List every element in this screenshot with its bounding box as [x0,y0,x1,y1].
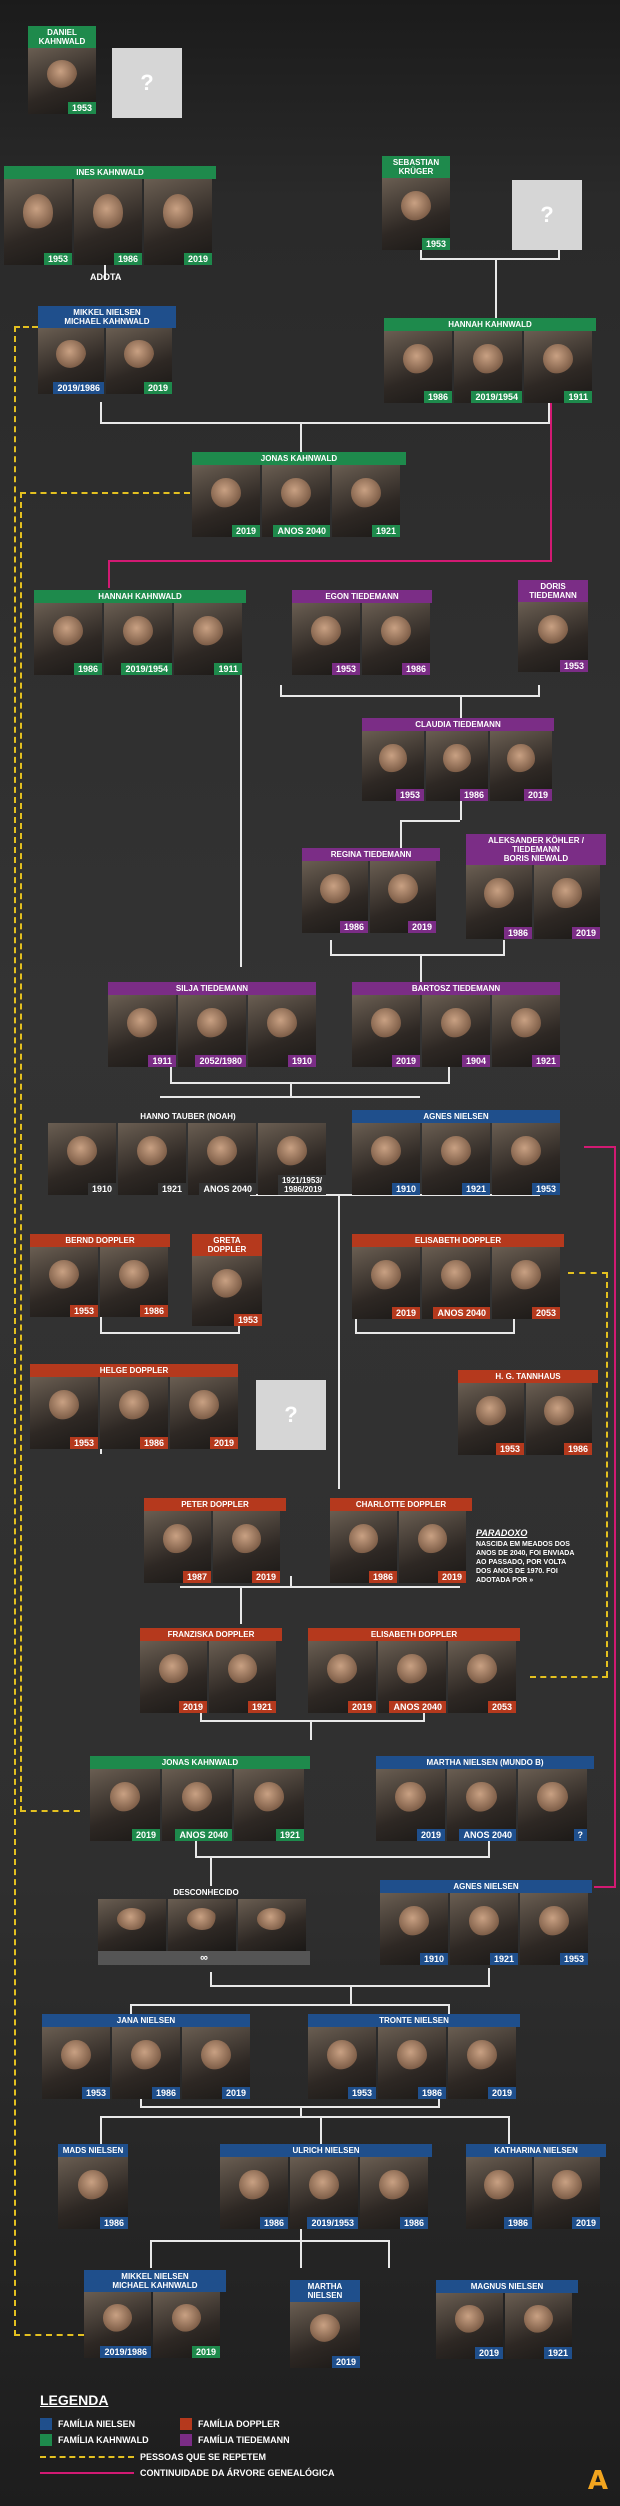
name-label: CHARLOTTE DOPPLER [330,1498,472,1511]
name-label: SILJA TIEDEMANN [108,982,316,995]
legend-repeat: PESSOAS QUE SE REPETEM [40,2452,266,2462]
unknown-person-box: ? [112,48,182,118]
card-elisabeth-doppler-1[interactable]: ELISABETH DOPPLER 2019 ANOS 2040 2053 [352,1234,564,1319]
name-label: TRONTE NIELSEN [308,2014,520,2027]
dashed-line-swatch [40,2456,134,2458]
card-silja-tiedemann[interactable]: SILJA TIEDEMANN 1911 2052/1980 1910 [108,982,316,1067]
card-martha-nielsen-b[interactable]: MARTHA NIELSEN (MUNDO B) 2019 ANOS 2040 … [376,1756,594,1841]
name-label: MAGNUS NIELSEN [436,2280,578,2293]
card-greta-doppler[interactable]: GRETA DOPPLER 1953 [192,1234,262,1326]
card-hannah-kahnwald-2[interactable]: HANNAH KAHNWALD 1986 2019/1954 1911 [34,590,246,675]
name-label: JONAS KAHNWALD [90,1756,310,1769]
card-hg-tannhaus[interactable]: H. G. TANNHAUS 1953 1986 [458,1370,598,1455]
name-label: REGINA TIEDEMANN [302,848,440,861]
name-label: JANA NIELSEN [42,2014,250,2027]
kahnwald-swatch [40,2434,52,2446]
card-agnes-nielsen-2[interactable]: AGNES NIELSEN 1910 1921 1953 [380,1880,592,1965]
name-label: DANIEL KAHNWALD [28,26,96,48]
card-elisabeth-doppler-2[interactable]: ELISABETH DOPPLER 2019 ANOS 2040 2053 [308,1628,520,1713]
name-label: ELISABETH DOPPLER [308,1628,520,1641]
name-label: FRANZISKA DOPPLER [140,1628,282,1641]
card-jana-nielsen[interactable]: JANA NIELSEN 1953 1986 2019 [42,2014,250,2099]
card-doris-tiedemann[interactable]: DORIS TIEDEMANN 1953 [518,580,588,672]
legend-title: LEGENDA [40,2392,109,2408]
name-label: AGNES NIELSEN [380,1880,592,1893]
name-label: H. G. TANNHAUS [458,1370,598,1383]
card-helge-doppler[interactable]: HELGE DOPPLER 1953 1986 2019 [30,1364,238,1449]
name-label: MARTHA NIELSEN (MUNDO B) [376,1756,594,1769]
card-hannah-kahnwald-1[interactable]: HANNAH KAHNWALD 1986 2019/1954 1911 [384,318,596,403]
card-egon-tiedemann[interactable]: EGON TIEDEMANN 1953 1986 [292,590,432,675]
card-sebastian-kruger[interactable]: SEBASTIAN KRÜGER 1953 [382,156,450,250]
nielsen-swatch [40,2418,52,2430]
name-label: ALEKSANDER KÖHLER / TIEDEMANN BORIS NIEW… [466,834,606,865]
brand-logo-icon: A [587,2466,608,2496]
card-jonas-kahnwald-1[interactable]: JONAS KAHNWALD 2019 ANOS 2040 1921 [192,452,406,537]
name-label: CLAUDIA TIEDEMANN [362,718,554,731]
card-hanno-tauber[interactable]: HANNO TAUBER (NOAH) 1910 1921 ANOS 2040 … [48,1110,328,1195]
card-franziska-doppler[interactable]: FRANZISKA DOPPLER 2019 1921 [140,1628,282,1713]
name-label: MIKKEL NIELSEN MICHAEL KAHNWALD [38,306,176,328]
name-label: AGNES NIELSEN [352,1110,560,1123]
card-ines-kahnwald[interactable]: INES KAHNWALD 1953 1986 2019 [4,166,216,265]
name-label: INES KAHNWALD [4,166,216,179]
card-desconhecido[interactable]: DESCONHECIDO ∞ [98,1886,314,1965]
name-label: GRETA DOPPLER [192,1234,262,1256]
card-daniel-kahnwald[interactable]: DANIEL KAHNWALD 1953 [28,26,96,114]
legend-kahnwald: FAMÍLIA KAHNWALD [40,2434,149,2446]
paradox-title: PARADOXO [476,1528,528,1538]
legend-nielsen: FAMÍLIA NIELSEN [40,2418,135,2430]
tiedemann-swatch [180,2434,192,2446]
name-label: BARTOSZ TIEDEMANN [352,982,560,995]
pink-line-swatch [40,2472,134,2474]
card-martha-nielsen[interactable]: MARTHA NIELSEN 2019 [290,2280,360,2368]
card-mikkel-nielsen[interactable]: MIKKEL NIELSEN MICHAEL KAHNWALD 2019/198… [38,306,176,394]
name-label: MIKKEL NIELSEN MICHAEL KAHNWALD [84,2270,226,2292]
card-tronte-nielsen[interactable]: TRONTE NIELSEN 1953 1986 2019 [308,2014,520,2099]
legend-doppler: FAMÍLIA DOPPLER [180,2418,280,2430]
paradox-text: NASCIDA EM MEADOS DOS ANOS DE 2040, FOI … [476,1541,575,1584]
unknown-person-box: ? [512,180,582,250]
name-label: KATHARINA NIELSEN [466,2144,606,2157]
card-bartosz-tiedemann[interactable]: BARTOSZ TIEDEMANN 2019 1904 1921 [352,982,560,1067]
card-katharina-nielsen[interactable]: KATHARINA NIELSEN 1986 2019 [466,2144,606,2229]
legend-tiedemann: FAMÍLIA TIEDEMANN [180,2434,290,2446]
name-label: HELGE DOPPLER [30,1364,238,1377]
name-label: JONAS KAHNWALD [192,452,406,465]
name-label: BERND DOPPLER [30,1234,170,1247]
card-magnus-nielsen[interactable]: MAGNUS NIELSEN 2019 1921 [436,2280,578,2359]
card-bernd-doppler[interactable]: BERND DOPPLER 1953 1986 [30,1234,170,1317]
name-label: SEBASTIAN KRÜGER [382,156,450,178]
name-label: MADS NIELSEN [58,2144,128,2157]
name-label: DORIS TIEDEMANN [518,580,588,602]
card-agnes-nielsen-1[interactable]: AGNES NIELSEN 1910 1921 1953 [352,1110,560,1195]
name-label: MARTHA NIELSEN [290,2280,360,2302]
card-charlotte-doppler[interactable]: CHARLOTTE DOPPLER 1986 2019 [330,1498,472,1583]
card-mads-nielsen[interactable]: MADS NIELSEN 1986 [58,2144,128,2229]
name-label: HANNAH KAHNWALD [34,590,246,603]
card-regina-tiedemann[interactable]: REGINA TIEDEMANN 1986 2019 [302,848,440,933]
infinity-badge: ∞ [98,1951,310,1965]
year-badge: 1953 [67,102,96,114]
legend-continuity: CONTINUIDADE DA ÁRVORE GENEALÓGICA [40,2468,335,2478]
card-claudia-tiedemann[interactable]: CLAUDIA TIEDEMANN 1953 1986 2019 [362,718,554,801]
card-mikkel-nielsen-2[interactable]: MIKKEL NIELSEN MICHAEL KAHNWALD 2019/198… [84,2270,226,2358]
name-label: EGON TIEDEMANN [292,590,432,603]
paradox-note: PARADOXO NASCIDA EM MEADOS DOS ANOS DE 2… [476,1528,582,1585]
name-label: ULRICH NIELSEN [220,2144,432,2157]
name-label: ELISABETH DOPPLER [352,1234,564,1247]
name-label: HANNAH KAHNWALD [384,318,596,331]
card-jonas-kahnwald-2[interactable]: JONAS KAHNWALD 2019 ANOS 2040 1921 [90,1756,310,1841]
name-label: DESCONHECIDO [173,1888,239,1897]
card-aleksander-kohler[interactable]: ALEKSANDER KÖHLER / TIEDEMANN BORIS NIEW… [466,834,606,939]
doppler-swatch [180,2418,192,2430]
name-label: PETER DOPPLER [144,1498,286,1511]
photo: 1953 [28,48,96,114]
unknown-person-box: ? [256,1380,326,1450]
card-peter-doppler[interactable]: PETER DOPPLER 1987 2019 [144,1498,286,1583]
adopta-label: ADOTA [90,272,122,282]
name-label: HANNO TAUBER (NOAH) [140,1112,236,1121]
card-ulrich-nielsen[interactable]: ULRICH NIELSEN 1986 2019/1953 1986 [220,2144,432,2229]
